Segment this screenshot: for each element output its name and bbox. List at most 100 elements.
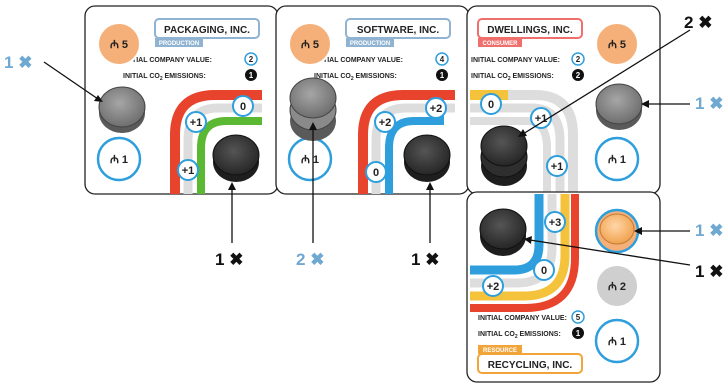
track-bonus xyxy=(177,159,199,181)
dark-disc xyxy=(212,134,260,176)
company-name: PACKAGING, INC. xyxy=(164,25,250,36)
track-bonus-label: 0 xyxy=(541,265,547,277)
track-blue xyxy=(385,115,444,194)
money-token-top xyxy=(288,22,332,66)
track-red xyxy=(358,90,455,194)
card-dwellings: DWELLINGS, INC. CONSUMER INITIAL COMPANY… xyxy=(466,5,661,195)
track-bonus-label: +3 xyxy=(549,217,562,229)
arrow-head xyxy=(634,227,642,235)
company-name-box xyxy=(477,18,583,39)
track-bonus xyxy=(365,161,387,183)
track-bonus xyxy=(232,95,254,117)
company-name-box xyxy=(477,353,583,374)
dark-disc xyxy=(479,208,527,250)
arrow-head xyxy=(228,182,236,190)
money-token-bottom-value: ₼ 1 xyxy=(608,154,626,166)
arrow-head xyxy=(309,122,317,130)
initial-company-value-label: INITIAL COMPANY VALUE: xyxy=(471,57,560,64)
gray-disc xyxy=(98,86,146,128)
company-value: 5 xyxy=(576,313,581,322)
track-bonus-label: +1 xyxy=(535,113,548,125)
track-red xyxy=(470,194,579,312)
money-token-top xyxy=(595,22,639,66)
track-bonus xyxy=(480,93,502,115)
company-value-badge xyxy=(244,52,258,66)
company-value-badge xyxy=(435,52,449,66)
company-type: RESOURCE xyxy=(483,348,517,354)
dark-disc xyxy=(403,134,451,176)
emissions-badge xyxy=(572,69,584,81)
track-bonus-label: 0 xyxy=(373,167,379,179)
callout-packaging-side: 1 ✖ xyxy=(4,53,32,72)
company-name-box xyxy=(345,18,451,39)
company-name: DWELLINGS, INC. xyxy=(487,25,573,36)
emissions-badge xyxy=(436,69,448,81)
company-type: CONSUMER xyxy=(482,41,518,47)
company-name: SOFTWARE, INC. xyxy=(357,25,439,36)
money-token-top-value: ₼ 5 xyxy=(608,39,626,51)
callout-software-stack: 2 ✖ xyxy=(296,250,324,269)
track-bonus xyxy=(544,211,566,233)
callout-software-disc: 1 ✖ xyxy=(411,250,439,269)
initial-company-value-label: INITIAL COMPANY VALUE: xyxy=(478,315,567,322)
track-bonus xyxy=(425,97,447,119)
track-bonus-label: 0 xyxy=(240,101,246,113)
company-value-badge xyxy=(571,52,585,66)
dark-disc xyxy=(480,125,528,167)
company-value: 2 xyxy=(576,55,581,64)
company-name: RECYCLING, INC. xyxy=(488,360,573,371)
company-type-tag xyxy=(478,345,522,354)
track-bonus-label: 0 xyxy=(488,99,494,111)
orange-disc xyxy=(599,213,635,245)
arrow-line xyxy=(522,29,691,135)
initial-emissions-label: INITIAL CO2 EMISSIONS: xyxy=(471,73,554,82)
arrow-head xyxy=(518,129,527,137)
emissions-value: 1 xyxy=(440,71,445,80)
card-recycling: +3 0 +2 ₼ 2 ₼ 1 INITIAL COMPANY VALUE: 5… xyxy=(466,191,661,383)
arrow-head xyxy=(94,95,103,102)
track-bonus-label: +2 xyxy=(430,103,443,115)
initial-emissions-label: INITIAL CO2 EMISSIONS: xyxy=(123,73,206,82)
callouts: 1 ✖ 1 ✖ 2 ✖ 1 ✖ 2 ✖ 1 ✖ 1 ✖ 1 ✖ xyxy=(4,13,723,281)
track-green xyxy=(197,117,262,194)
money-token-bottom xyxy=(96,136,142,182)
emissions-value: 2 xyxy=(576,71,581,80)
money-token-top-value: ₼ 2 xyxy=(608,281,626,293)
arrow-head xyxy=(641,100,649,108)
initial-emissions-label: INITIAL CO2 EMISSIONS: xyxy=(478,331,561,340)
callout-packaging-disc: 1 ✖ xyxy=(215,250,243,269)
arrow-head xyxy=(426,182,434,190)
company-value: 2 xyxy=(249,55,254,64)
company-type-tag xyxy=(478,38,522,47)
money-token-top xyxy=(97,22,141,66)
track-blue xyxy=(470,194,544,275)
track-bonus xyxy=(530,107,552,129)
company-value: 4 xyxy=(440,55,445,64)
money-token-bottom-value: ₼ 1 xyxy=(110,154,128,166)
track-bonus-label: +1 xyxy=(551,161,564,173)
money-token-top xyxy=(595,264,639,308)
money-token-top-value: ₼ 5 xyxy=(301,39,319,51)
money-token-bottom-value: ₼ 1 xyxy=(608,336,626,348)
initial-emissions-label: INITIAL CO2 EMISSIONS: xyxy=(314,73,397,82)
arrow-line xyxy=(43,61,99,100)
company-value-badge xyxy=(571,310,585,324)
emissions-value: 1 xyxy=(249,71,254,80)
track-bonus-label: +2 xyxy=(379,117,392,129)
callout-dwellings-side: 1 ✖ xyxy=(695,94,723,113)
company-type-tag xyxy=(346,38,394,47)
emissions-value: 1 xyxy=(576,329,581,338)
track-red xyxy=(170,90,262,194)
track-yellow xyxy=(470,194,570,301)
company-type-tag xyxy=(155,38,203,47)
emissions-badge xyxy=(245,69,257,81)
callout-dwellings-stack: 2 ✖ xyxy=(684,13,712,32)
gray-disc xyxy=(289,77,337,119)
initial-company-value-label: INITIAL COMPANY VALUE: xyxy=(123,57,212,64)
track-bonus xyxy=(374,111,396,133)
track-bonus xyxy=(482,275,504,297)
money-token-bottom xyxy=(594,318,640,364)
track-gray xyxy=(470,90,578,194)
company-name-box xyxy=(154,18,260,39)
